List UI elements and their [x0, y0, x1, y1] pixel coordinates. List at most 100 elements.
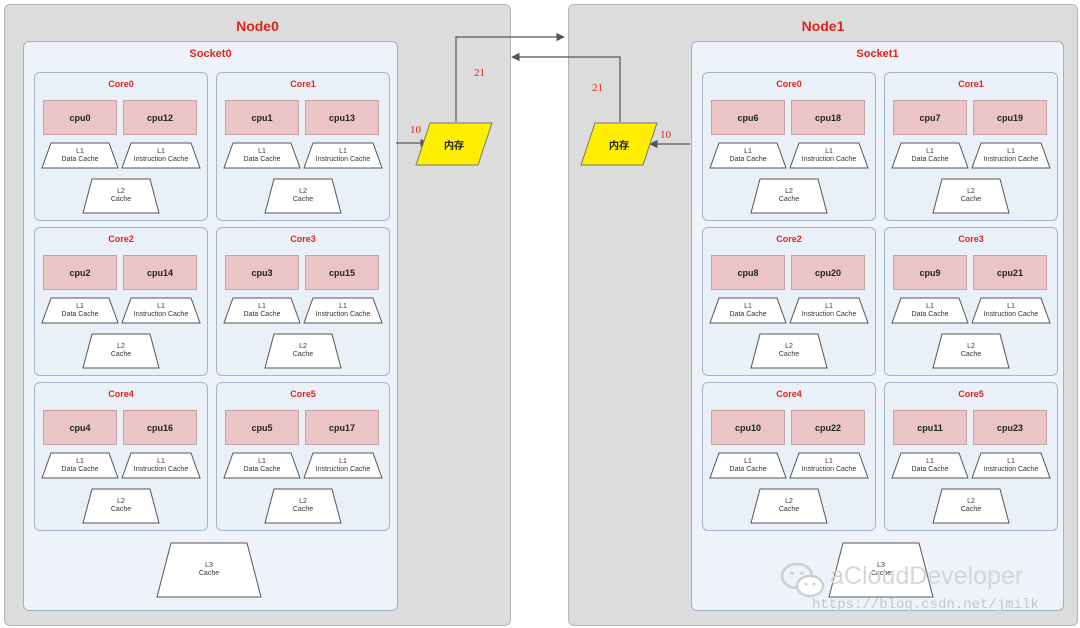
- l1-data-cache-line2: Data Cache: [61, 310, 99, 318]
- l2-cache-line2: Cache: [110, 196, 132, 203]
- cpu-box: cpu11: [893, 410, 967, 445]
- l1-data-cache-line2: Data Cache: [729, 310, 767, 318]
- node1-to-node0-link: [511, 52, 621, 122]
- l3-line2: Cache: [198, 570, 220, 577]
- l1-instruction-cache-line2: Instruction Cache: [983, 310, 1039, 318]
- socket1-title: Socket1: [856, 48, 899, 60]
- l1-data-cache-line1: L1: [926, 302, 934, 310]
- core-title: Core3: [958, 234, 984, 244]
- cpu-box: cpu18: [791, 100, 865, 135]
- cpu-box: cpu8: [711, 255, 785, 290]
- l1-instruction-cache-line1: L1: [825, 457, 833, 465]
- l1-data-cache-line1: L1: [258, 302, 266, 310]
- l1-instruction-cache-line1: L1: [825, 147, 833, 155]
- cpu-box: cpu21: [973, 255, 1047, 290]
- l1-data-cache-line1: L1: [744, 457, 752, 465]
- l1-instruction-cache-line1: L1: [157, 457, 165, 465]
- cpu-box: cpu2: [43, 255, 117, 290]
- l1-instruction-cache-line1: L1: [1007, 457, 1015, 465]
- l1-data-cache-line2: Data Cache: [911, 465, 949, 473]
- node1-title: Node1: [801, 18, 845, 34]
- l1-instruction-cache-line1: L1: [1007, 147, 1015, 155]
- l1-data-cache-line1: L1: [76, 147, 84, 155]
- l1-data-cache-line1: L1: [926, 457, 934, 465]
- l1-instruction-cache-line2: Instruction Cache: [315, 310, 371, 318]
- l1-instruction-cache-line2: Instruction Cache: [133, 310, 189, 318]
- socket0-title: Socket0: [189, 48, 232, 60]
- l2-cache-line1: L2: [967, 188, 975, 195]
- l1-data-cache-line2: Data Cache: [243, 465, 281, 473]
- l2-cache-line1: L2: [967, 343, 975, 350]
- core-title: Core3: [290, 234, 316, 244]
- l2-cache-line2: Cache: [292, 506, 314, 513]
- l3-line1: L3: [205, 562, 213, 569]
- cpu-box: cpu0: [43, 100, 117, 135]
- l1-instruction-cache-line1: L1: [339, 302, 347, 310]
- core-title: Core2: [108, 234, 134, 244]
- l2-cache-line1: L2: [117, 188, 125, 195]
- l1-data-cache-line1: L1: [258, 147, 266, 155]
- l2-cache-line2: Cache: [778, 196, 800, 203]
- l1-data-cache-line1: L1: [744, 147, 752, 155]
- memory-node1: 内存: [580, 122, 658, 166]
- l1-data-cache-line2: Data Cache: [911, 310, 949, 318]
- node1-local-distance: 10: [660, 129, 671, 141]
- cpu-box: cpu7: [893, 100, 967, 135]
- cpu-box: cpu4: [43, 410, 117, 445]
- l2-cache-line2: Cache: [960, 196, 982, 203]
- cpu-box: cpu12: [123, 100, 197, 135]
- l1-data-cache-line2: Data Cache: [729, 155, 767, 163]
- cpu-box: cpu13: [305, 100, 379, 135]
- l1-instruction-cache-line1: L1: [157, 302, 165, 310]
- l2-cache-line1: L2: [299, 188, 307, 195]
- cpu-box: cpu14: [123, 255, 197, 290]
- l1-instruction-cache-line2: Instruction Cache: [801, 465, 857, 473]
- l2-cache-line1: L2: [299, 498, 307, 505]
- l3-cache: L3 Cache: [828, 542, 934, 598]
- l1-data-cache-line2: Data Cache: [243, 155, 281, 163]
- l1-data-cache-line2: Data Cache: [243, 310, 281, 318]
- l1-data-cache-line1: L1: [744, 302, 752, 310]
- l2-cache-line2: Cache: [292, 351, 314, 358]
- memory-node0: 内存: [415, 122, 493, 166]
- l1-instruction-cache-line2: Instruction Cache: [801, 155, 857, 163]
- core-title: Core5: [958, 389, 984, 399]
- l2-cache-line1: L2: [785, 343, 793, 350]
- memory-node0-label: 内存: [444, 140, 464, 152]
- node0-to-node1-link: [455, 32, 565, 122]
- l1-instruction-cache-line1: L1: [825, 302, 833, 310]
- cpu-box: cpu6: [711, 100, 785, 135]
